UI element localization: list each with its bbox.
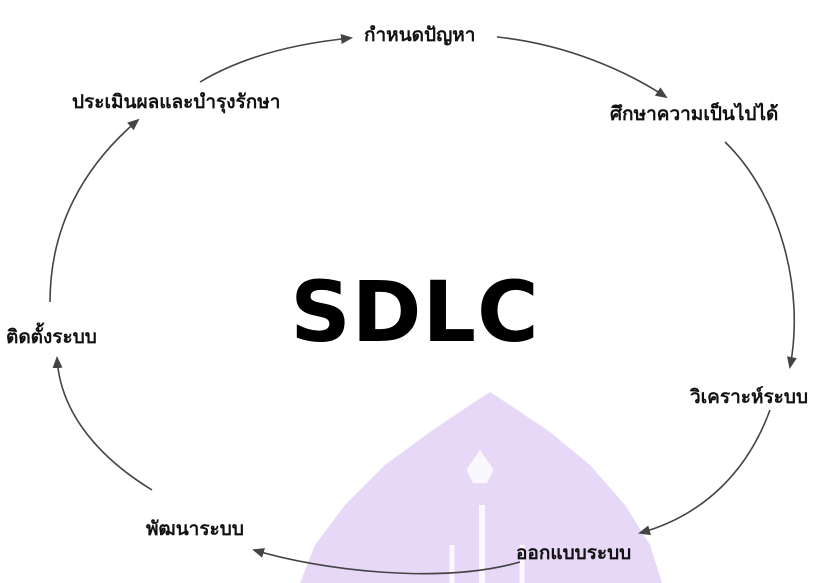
phase-label-system-development: พัฒนาระบบ <box>146 518 244 540</box>
arrow-install-to-evaluate <box>49 118 140 303</box>
phase-label-define-problem: กำหนดปัญหา <box>364 24 476 46</box>
phase-label-feasibility-study: ศึกษาความเป็นไปได้ <box>610 103 779 125</box>
phase-label-system-design: ออกแบบระบบ <box>516 542 632 564</box>
arrow-problem-to-feasibility <box>496 36 668 99</box>
diagram-title: SDLC <box>290 263 540 361</box>
phase-label-evaluation-maintenance: ประเมินผลและบำรุงรักษา <box>72 91 281 113</box>
phase-label-system-installation: ติดตั้งระบบ <box>6 326 97 348</box>
phase-label-system-analysis: วิเคราะห์ระบบ <box>690 386 809 408</box>
arrow-feasibility-to-analysis <box>724 141 797 369</box>
arrow-analysis-to-design <box>638 409 771 536</box>
arrow-evaluate-to-problem <box>199 34 353 83</box>
arrow-design-to-development <box>252 548 521 575</box>
arrow-development-to-install <box>52 356 153 491</box>
